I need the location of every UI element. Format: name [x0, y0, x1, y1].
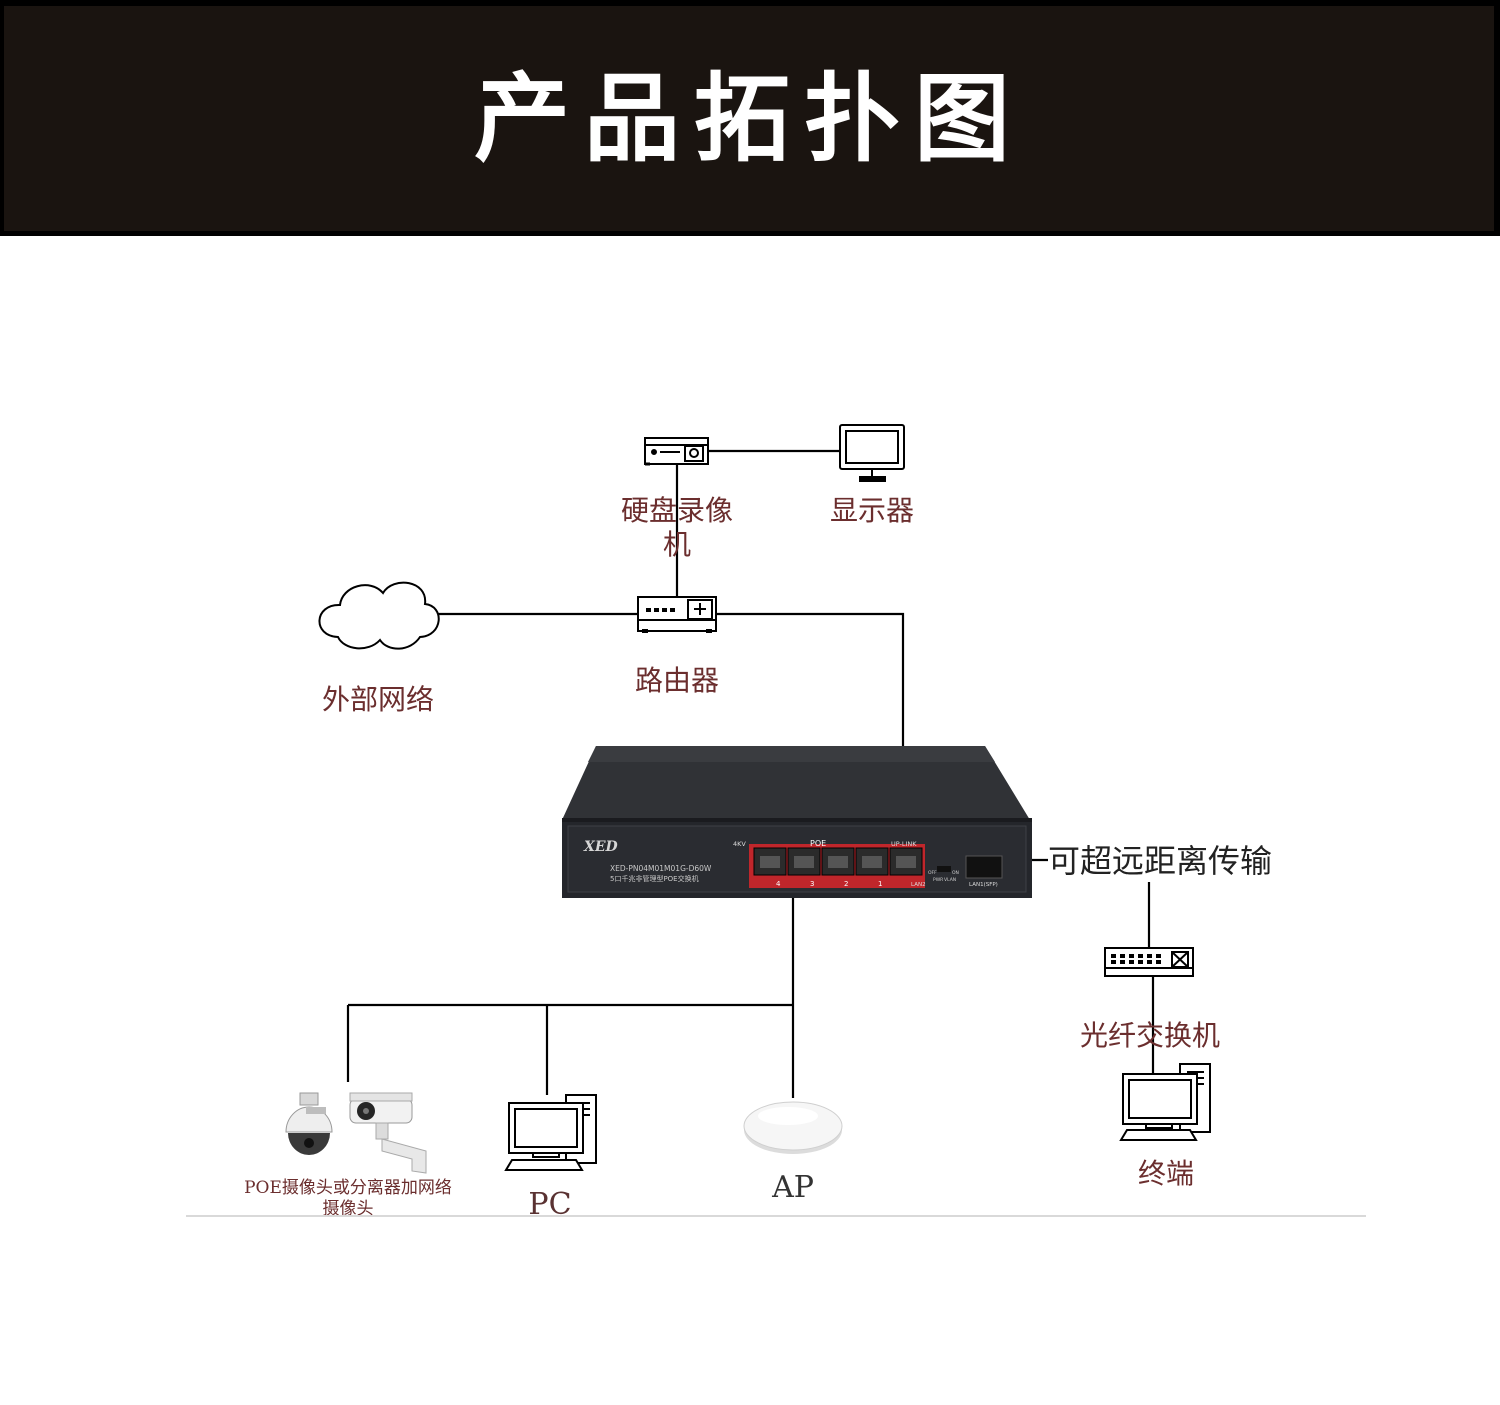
sfp-port [965, 855, 1003, 879]
router-label: 路由器 [634, 664, 719, 697]
surge-label: 4KV [733, 840, 746, 848]
port-number: 3 [810, 880, 814, 888]
dip-on-label: ON [952, 870, 959, 876]
dip-pwr-label: PWR [933, 877, 943, 883]
long-distance-label: 可超远距离传输 [1048, 842, 1273, 880]
switch-top [562, 746, 1030, 820]
nvr-label: 硬盘录像机 [620, 494, 733, 561]
terminal-label: 终端 [1137, 1157, 1194, 1190]
switch-model: XED-PN04M01M01G-D60W [610, 864, 712, 873]
port-number: 2 [844, 880, 848, 888]
poe-switch: XED XED-PN04M01M01G-D60W 5口千兆非管理型POE交换机 … [562, 746, 1032, 898]
header-panel: 产品拓扑图 [4, 6, 1494, 231]
switch-brand: XED [583, 839, 619, 855]
port-number: 4 [776, 880, 781, 888]
uplink-label: UP-LINK [891, 840, 917, 848]
cloud-label: 外部网络 [321, 683, 434, 716]
pc-icon [504, 1094, 597, 1171]
bottom-divider [186, 1215, 1366, 1217]
switch-desc: 5口千兆非管理型POE交换机 [610, 874, 699, 883]
nvr-icon [644, 437, 709, 466]
port-number: 1 [878, 880, 882, 888]
terminal-computer-icon [1119, 1063, 1211, 1141]
dip-switch [937, 866, 951, 872]
monitor-label: 显示器 [829, 494, 914, 527]
fiber-switch-label: 光纤交换机 [1079, 1019, 1220, 1052]
monitor-icon [839, 424, 905, 482]
camera-label: POE摄像头或分离器加网络摄像头 [244, 1178, 452, 1219]
connection-lines [346, 449, 1155, 1098]
sfp-label: LAN1(SFP) [969, 882, 998, 888]
camera-icon [285, 1092, 427, 1174]
cloud-icon [318, 581, 440, 650]
access-point-icon [743, 1101, 843, 1154]
ap-label: AP [772, 1170, 814, 1205]
router-icon [637, 596, 717, 633]
dip-vlan-label: VLAN [944, 877, 956, 883]
page-title: 产品拓扑图 [474, 63, 1024, 175]
switch-top-shade [588, 746, 995, 762]
line-router-switch [716, 612, 905, 746]
dip-off-label: OFF [928, 870, 937, 876]
fiber-switch-icon [1104, 947, 1194, 977]
poe-label: POE [810, 839, 826, 848]
header-bar: 产品拓扑图 [0, 0, 1500, 236]
lan2-label: LAN2 [911, 882, 926, 888]
